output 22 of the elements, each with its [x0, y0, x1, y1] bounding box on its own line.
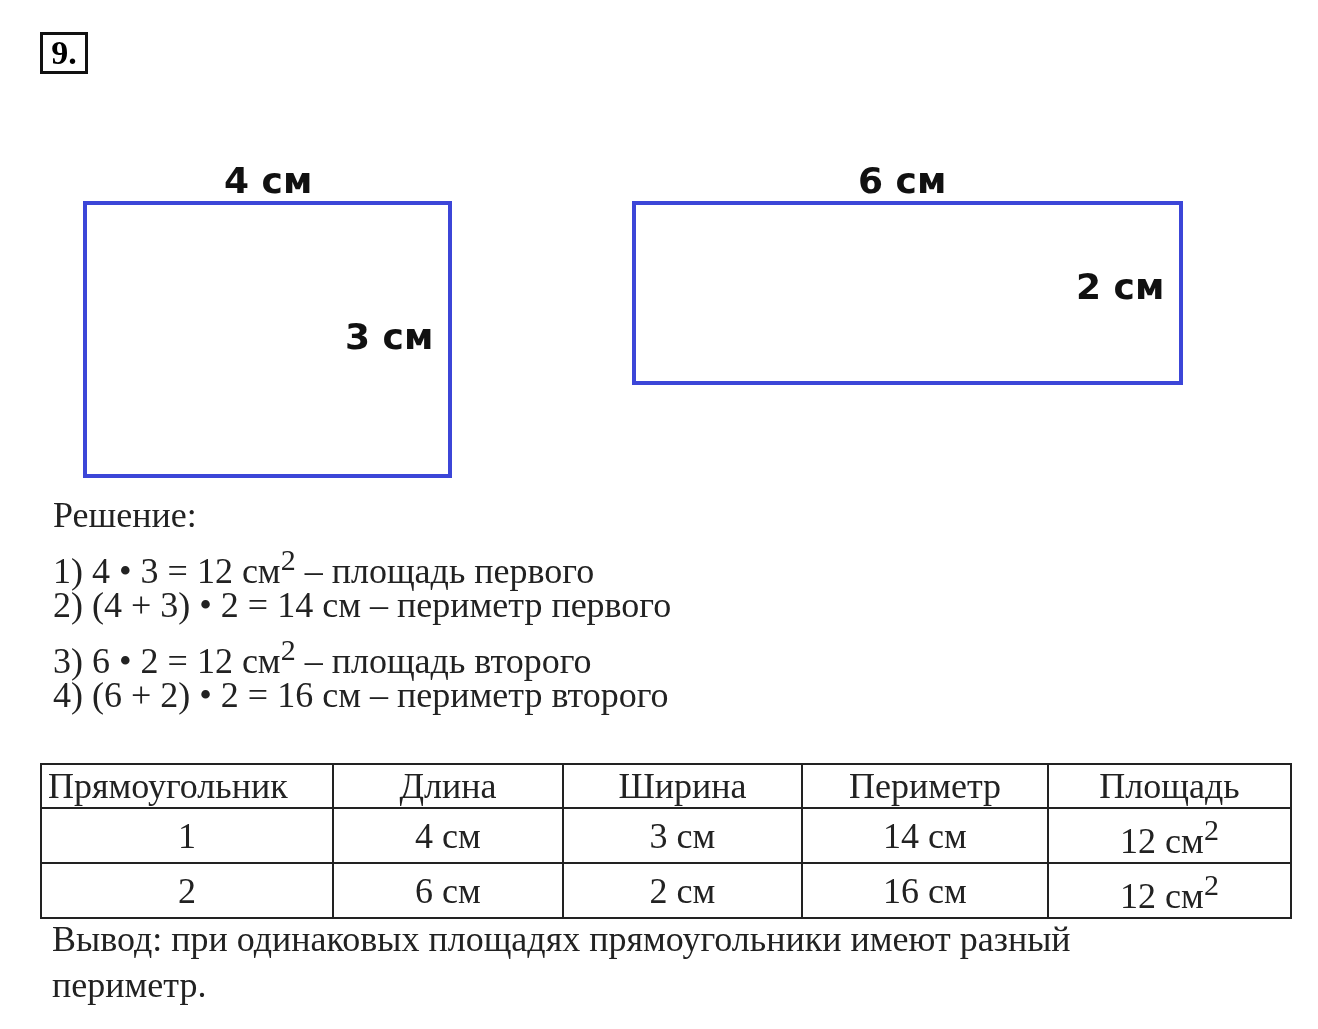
table-cell: 2: [41, 863, 333, 918]
table-cell: 16 см: [802, 863, 1048, 918]
dimension-label: 4 см: [224, 161, 313, 201]
table-cell: 12 см$^{2}$: [1048, 863, 1291, 918]
table-cell: Ширина: [563, 764, 802, 808]
table-cell: Прямоугольник: [41, 764, 333, 808]
dimension-label: 3 см: [345, 317, 434, 357]
table-cell: 6 см: [333, 863, 563, 918]
table-cell: Площадь: [1048, 764, 1291, 808]
table-cell: Длина: [333, 764, 563, 808]
table-cell: 12 см$^{2}$: [1048, 808, 1291, 863]
table-cell: 3 см: [563, 808, 802, 863]
table-cell: 1: [41, 808, 333, 863]
solution-heading: Решение:: [53, 494, 197, 536]
dimension-label: 6 см: [858, 161, 947, 201]
dimension-label: 2 см: [1076, 267, 1165, 307]
task-number: 9.: [40, 32, 88, 74]
table-cell: 2 см: [563, 863, 802, 918]
table-cell: 14 см: [802, 808, 1048, 863]
conclusion-text: Вывод: при одинаковых площадях прямоугольники имеют разный периметр.: [52, 918, 1072, 1007]
table-cell: 4 см: [333, 808, 563, 863]
table-cell: Периметр: [802, 764, 1048, 808]
